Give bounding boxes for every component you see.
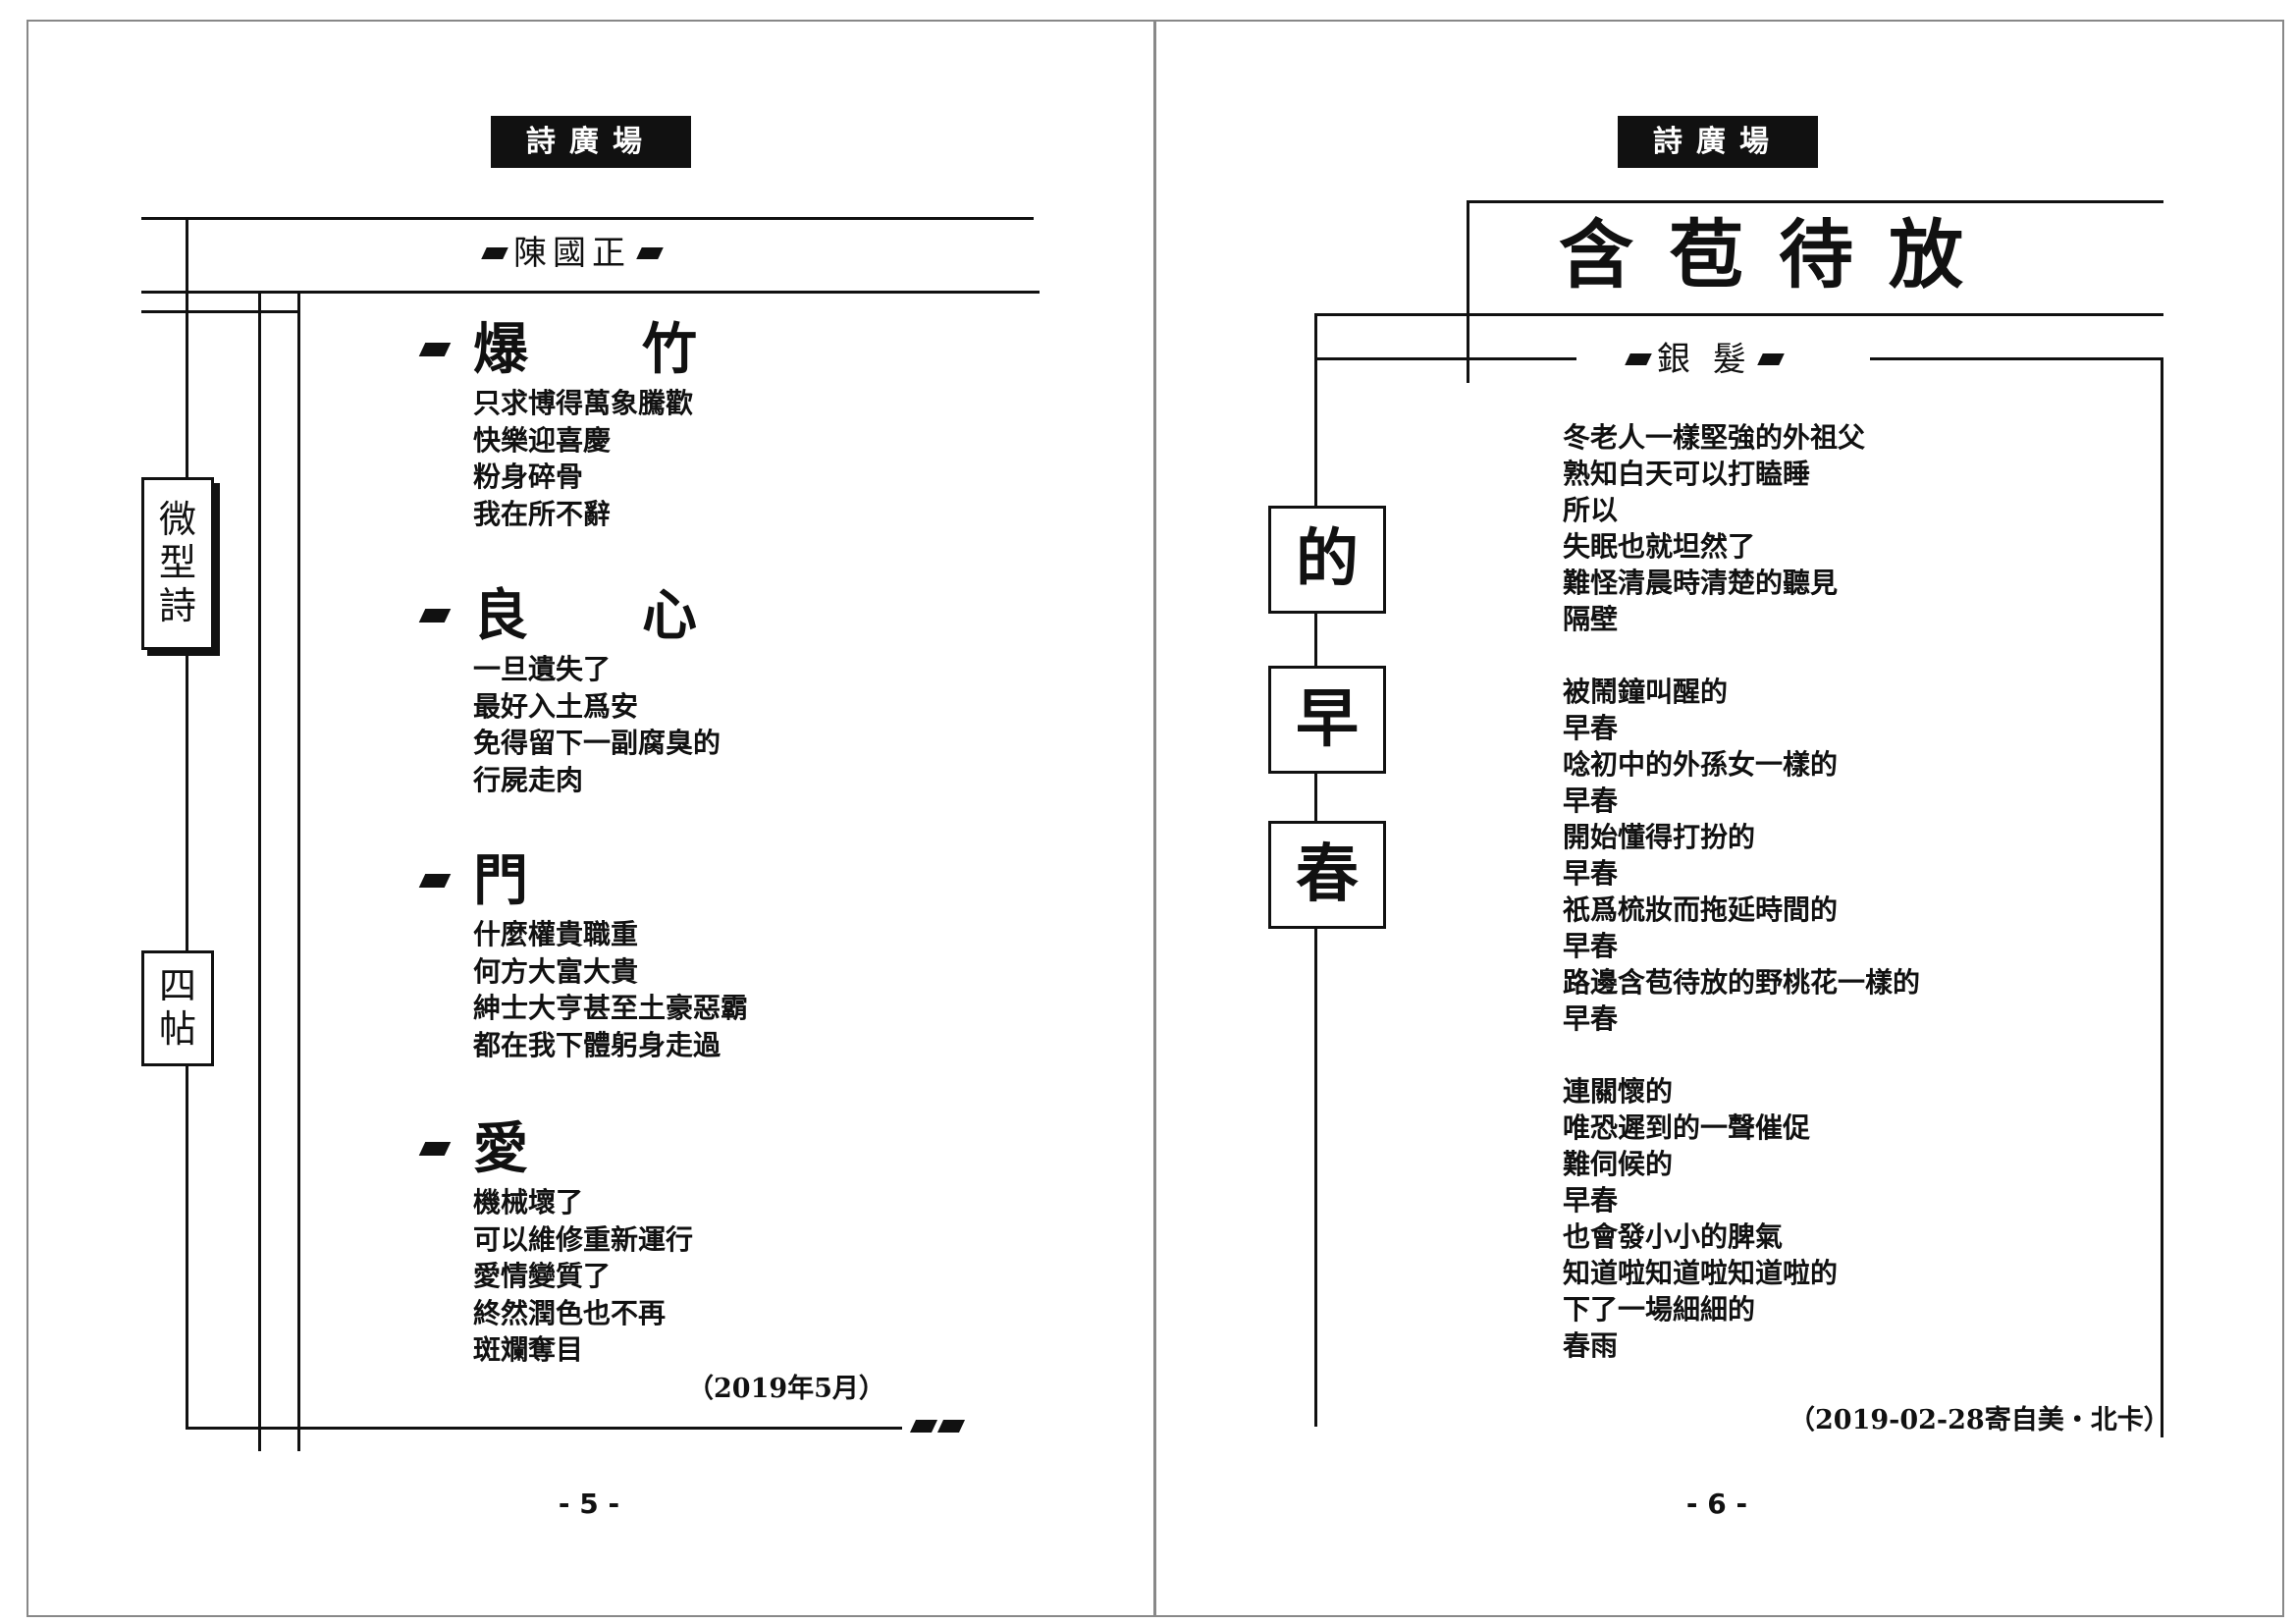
side-char: 微 (158, 498, 196, 542)
poem-line: 都在我下體躬身走過 (473, 1028, 721, 1061)
poem-line: 何方大富大貴 (473, 954, 639, 988)
poem-line: 早春 (1563, 1002, 1619, 1035)
poem-line: 機械壞了 (473, 1186, 584, 1218)
right-rule-top (1468, 200, 2163, 203)
author-name: 銀 髮 (1657, 340, 1752, 379)
poem-line: 所以 (1563, 494, 1619, 526)
poem-line: 紳士大亨甚至土豪惡霸 (473, 992, 749, 1024)
left-rule-second (141, 291, 1040, 294)
poem-line: 可以維修重新運行 (473, 1222, 694, 1256)
left-rule-vertical-outer (186, 217, 188, 1430)
side-label-four-poems: 四 帖 (141, 950, 214, 1066)
left-page-frame (27, 20, 1156, 1617)
poem-line: 開始懂得打扮的 (1563, 821, 1756, 853)
right-author: 銀 髮 (1620, 340, 1789, 379)
bullet-icon (636, 247, 664, 259)
right-rule-second (1315, 313, 2163, 316)
side-box-de: 的 (1268, 506, 1386, 614)
poem-title: 爆 竹 (418, 317, 726, 382)
poem-line: 什麼權貴職重 (473, 918, 639, 950)
page-number-left: - 5 - (558, 1488, 620, 1520)
poem-title-text: 愛 (473, 1116, 558, 1181)
right-section-header: 詩廣場 (1618, 116, 1818, 168)
end-mark (909, 1420, 966, 1433)
author-name: 陳國正 (513, 234, 631, 273)
poem-title: 門 (418, 848, 558, 913)
poem-line: 只求博得萬象騰歡 (473, 387, 694, 419)
right-date: （2019-02-28寄自美・北卡） (1789, 1405, 2170, 1435)
poem-line: 快樂迎喜慶 (473, 423, 612, 457)
poem-line: 春雨 (1563, 1329, 1619, 1362)
left-rule-top (141, 217, 1034, 220)
poem-line: 愛情變質了 (473, 1260, 612, 1292)
poem-title: 含苞待放 (1559, 211, 1999, 298)
poem-line: 隔壁 (1563, 603, 1619, 635)
poem-line: 唯恐遲到的一聲催促 (1563, 1111, 1811, 1144)
bullet-icon (418, 874, 452, 888)
side-char: 四 (158, 964, 196, 1008)
left-rule-short (141, 310, 298, 313)
bullet-icon (418, 1142, 452, 1156)
bullet-icon (418, 343, 452, 356)
poem-line: 冬老人一樣堅強的外祖父 (1563, 421, 1866, 454)
poem-line: 下了一場細細的 (1563, 1293, 1756, 1326)
left-author: 陳國正 (476, 234, 668, 273)
side-label-micro-poem: 微 型 詩 (141, 477, 214, 650)
poem-line: 知道啦知道啦知道啦的 (1563, 1257, 1839, 1289)
right-rule-author-left (1315, 357, 1576, 360)
poem-title-text: 爆 竹 (473, 317, 726, 382)
poem-line: 路邊含苞待放的野桃花一樣的 (1563, 966, 1921, 999)
side-box-zao: 早 (1268, 666, 1386, 774)
right-rule-vertical-right (2161, 357, 2163, 1437)
poem-line: 也會發小小的脾氣 (1563, 1220, 1784, 1253)
poem-line: 我在所不辭 (473, 497, 612, 530)
poem-line: 一旦遺失了 (473, 653, 612, 685)
end-mark-icon (936, 1420, 966, 1433)
bullet-icon (1757, 353, 1785, 365)
poem-line: 熟知白天可以打瞌睡 (1563, 458, 1811, 490)
poem-line: 免得留下一副腐臭的 (473, 727, 721, 759)
poem-line: 被鬧鐘叫醒的 (1563, 676, 1729, 708)
right-rule-title-vertical (1467, 200, 1469, 383)
left-rule-vertical-inner (297, 291, 300, 1451)
left-rule-bottom (186, 1427, 902, 1430)
poem-line: 唸初中的外孫女一樣的 (1563, 748, 1839, 781)
bullet-icon (418, 609, 452, 623)
poem-title-text: 門 (473, 848, 558, 913)
poem-line: 祇爲梳妝而拖延時間的 (1563, 893, 1839, 926)
poem-line: 粉身碎骨 (473, 460, 584, 493)
poem-line: 終然潤色也不再 (473, 1296, 667, 1329)
poem-line: 早春 (1563, 857, 1619, 890)
poem-line: 早春 (1563, 930, 1619, 962)
poem-title-text: 良 心 (473, 583, 726, 648)
end-mark-icon (909, 1420, 938, 1433)
right-page-frame (1153, 20, 2284, 1617)
page-number-right: - 6 - (1685, 1488, 1748, 1520)
side-char: 帖 (158, 1007, 196, 1051)
right-rule-author-right (1870, 357, 2163, 360)
left-section-header: 詩廣場 (491, 116, 691, 168)
poem-title: 愛 (418, 1116, 558, 1181)
poem-title: 良 心 (418, 583, 726, 648)
poem-line: 最好入土爲安 (473, 689, 639, 723)
side-box-chun: 春 (1268, 821, 1386, 929)
poem-line: 早春 (1563, 785, 1619, 817)
poem-line: 早春 (1563, 712, 1619, 744)
left-date: （2019年5月） (687, 1374, 885, 1404)
poem-line: 失眠也就坦然了 (1563, 530, 1756, 563)
bullet-icon (1625, 353, 1652, 365)
poem-line: 難伺候的 (1563, 1148, 1674, 1180)
side-char: 詩 (158, 583, 196, 627)
poem-line: 行屍走肉 (473, 763, 584, 796)
left-rule-vertical-mid (258, 291, 261, 1451)
poem-line: 斑斕奪目 (473, 1333, 584, 1366)
bullet-icon (481, 247, 508, 259)
side-char: 型 (158, 541, 196, 585)
poem-line: 連關懷的 (1563, 1075, 1674, 1108)
poem-line: 早春 (1563, 1184, 1619, 1217)
poem-line: 難怪清晨時清楚的聽見 (1563, 567, 1839, 599)
